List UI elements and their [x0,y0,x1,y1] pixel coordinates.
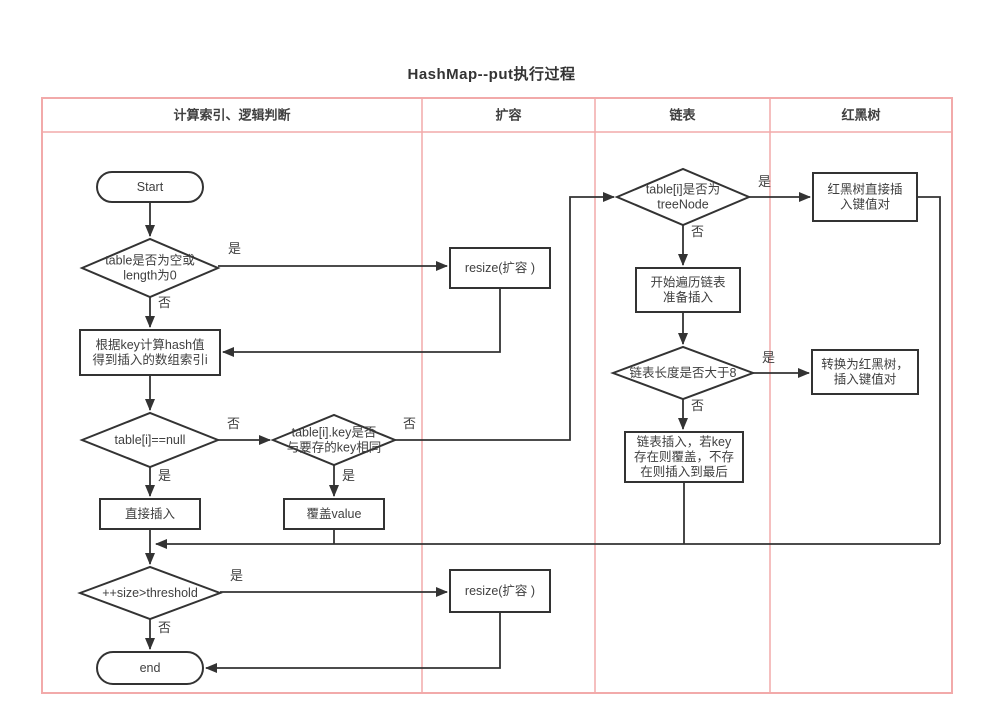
node-d2: table[i]==null [79,411,221,469]
edge-label-d4-end: 否 [158,620,171,635]
direct-label-line-0: 直接插入 [125,506,176,521]
node-end: end [96,651,204,685]
traverse-label-line-0: 开始遍历链表 [650,275,726,290]
d6-label-line-0: 链表长度是否大于8 [630,365,737,380]
d5-shape [614,167,752,227]
rbtconv-label-line-0: 转换为红黑树， [821,357,909,372]
resize2-shape [449,569,551,613]
rbtconv-label-line-1: 插入键值对 [834,372,897,387]
rbtconv-shape [811,349,919,395]
d1-label-line-0: table是否为空或 [105,254,195,268]
edge-resize2-end [205,612,501,673]
edge-label-d3-overwrite: 是 [342,468,355,483]
lane-header-label-1: 扩容 [495,108,521,123]
overwrite-shape [283,498,385,530]
start-shape [96,171,204,203]
lane-header-label-3: 红黑树 [841,108,880,123]
edge-label-d5-rbtins: 是 [758,174,771,189]
edge-label-d6-rbtconv: 是 [762,350,775,365]
direct-shape [99,498,201,530]
traverse-label-line-1: 准备插入 [663,291,714,305]
edge-label-d5-traverse: 否 [691,224,704,239]
listins-shape [624,431,744,483]
resize2-label-line-0: resize(扩容 ) [465,583,535,598]
d5-label-line-0: table[i]是否为 [646,183,720,197]
edge-label-d2-direct: 是 [158,468,171,483]
start-label-line-0: Start [137,180,164,194]
edge-label-d1-resize1: 是 [228,241,241,256]
resize1-shape [449,247,551,289]
edge-label-d4-resize2: 是 [230,568,243,583]
rbtins-label-line-0: 红黑树直接插 [827,182,902,197]
edge-resize1-hash [222,288,501,357]
node-resize1: resize(扩容 ) [449,247,551,289]
end-shape [96,651,204,685]
edge-label-d1-hash: 否 [158,295,171,310]
d4-shape [77,565,223,621]
listins-label-line-1: 存在则覆盖，不存 [634,450,734,464]
node-rbtconv: 转换为红黑树，插入键值对 [811,349,919,395]
d3-shape [270,413,398,467]
end-label-line-0: end [140,661,161,675]
lane-header-label-2: 链表 [668,108,696,123]
traverse-shape [635,267,741,313]
d1-shape [79,237,221,299]
hash-shape [79,329,221,376]
listins-label-line-0: 链表插入，若key [637,434,732,449]
d2-label-line-0: table[i]==null [115,433,186,447]
d4-label-line-0: ++size>threshold [102,586,198,600]
rbtins-shape [812,172,918,222]
hash-label-line-1: 得到插入的数组索引i [92,352,207,367]
d1-label-line-1: length为0 [123,269,177,283]
d5-label-line-1: treeNode [657,198,708,212]
node-resize2: resize(扩容 ) [449,569,551,613]
rbtins-label-line-1: 入键值对 [840,197,890,212]
d3-label-line-1: 与要存的key相同 [287,440,381,455]
edge-label-d6-listins: 否 [691,398,704,413]
overwrite-label-line-0: 覆盖value [307,507,362,521]
d3-label-line-0: table[i].key是否 [292,426,377,440]
edge-label-d3-d5: 否 [403,416,416,431]
resize1-label-line-0: resize(扩容 ) [465,260,535,275]
swimlane-frame [41,97,953,694]
d6-shape [610,345,756,401]
listins-label-line-2: 在则插入到最后 [640,465,728,479]
lane-header-label-0: 计算索引、逻辑判断 [173,108,290,123]
diagram-title: HashMap--put执行过程 [407,66,576,83]
edge-d3-d5 [395,192,615,441]
node-d4: ++size>threshold [77,565,223,621]
edge-rbtins-merge [917,196,941,544]
node-d6: 链表长度是否大于8 [610,345,756,401]
node-direct: 直接插入 [99,498,201,530]
edge-label-d2-d3: 否 [227,416,240,431]
d2-shape [79,411,221,469]
node-start: Start [96,171,204,203]
hash-label-line-0: 根据key计算hash值 [95,337,204,352]
node-overwrite: 覆盖value [283,498,385,530]
